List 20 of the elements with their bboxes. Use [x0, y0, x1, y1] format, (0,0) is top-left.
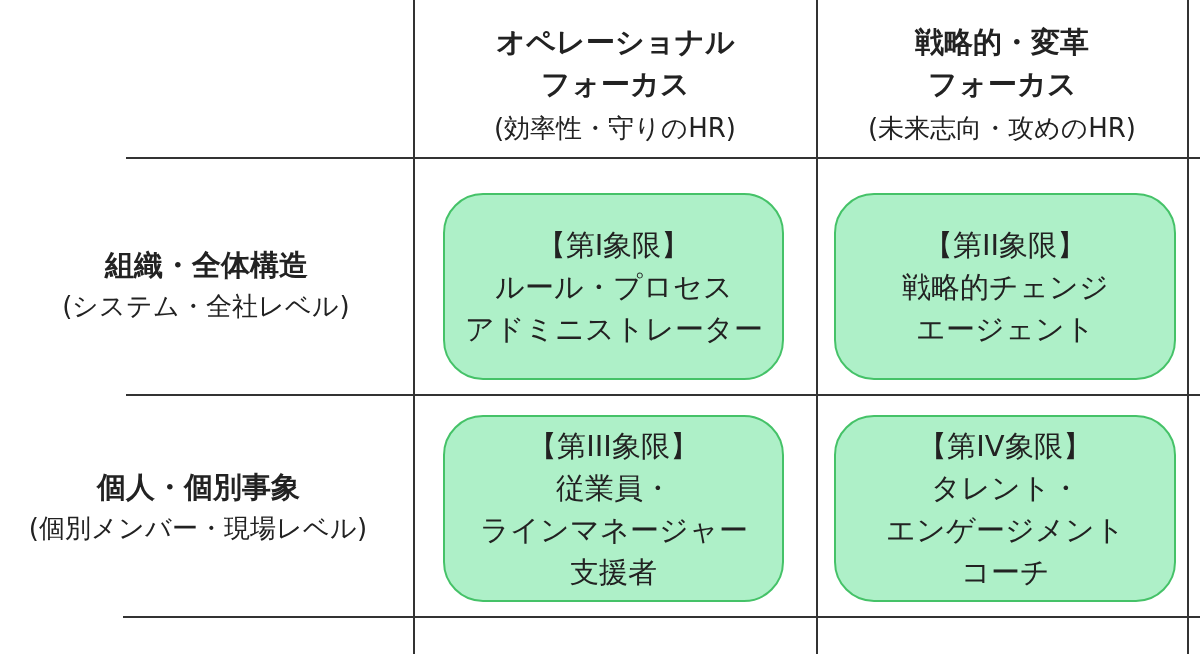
row-subheader: (システム・全社レベル): [61, 290, 351, 323]
row-header: 組織・全体構造: [103, 247, 309, 284]
quadrant-box: [834, 415, 1176, 602]
quadrant-box: [443, 193, 784, 380]
role-name: タレント・エンゲージメントコーチ: [885, 469, 1125, 591]
quadrant-label: 【第II象限】: [923, 226, 1087, 264]
row-subheader: (個別メンバー・現場レベル): [27, 512, 369, 545]
column-subheader: (効率性・守りのHR): [493, 112, 737, 145]
quadrant-label: 【第III象限】: [528, 427, 699, 465]
quadrant-label: 【第IV象限】: [918, 427, 1092, 465]
column-header: 戦略的・変革フォーカス: [914, 24, 1090, 103]
column-subheader: (未来志向・攻めのHR): [867, 112, 1137, 145]
quadrant-box: [443, 415, 784, 602]
role-name: ルール・プロセスアドミニストレーター: [464, 268, 763, 348]
column-header: オペレーショナルフォーカス: [494, 24, 736, 103]
quadrant-label: 【第I象限】: [536, 226, 691, 264]
role-name: 戦略的チェンジエージェント: [901, 268, 1109, 348]
row-header: 個人・個別事象: [95, 469, 301, 506]
role-name: 従業員・ラインマネージャー支援者: [479, 469, 748, 591]
quadrant-box: [834, 193, 1176, 380]
